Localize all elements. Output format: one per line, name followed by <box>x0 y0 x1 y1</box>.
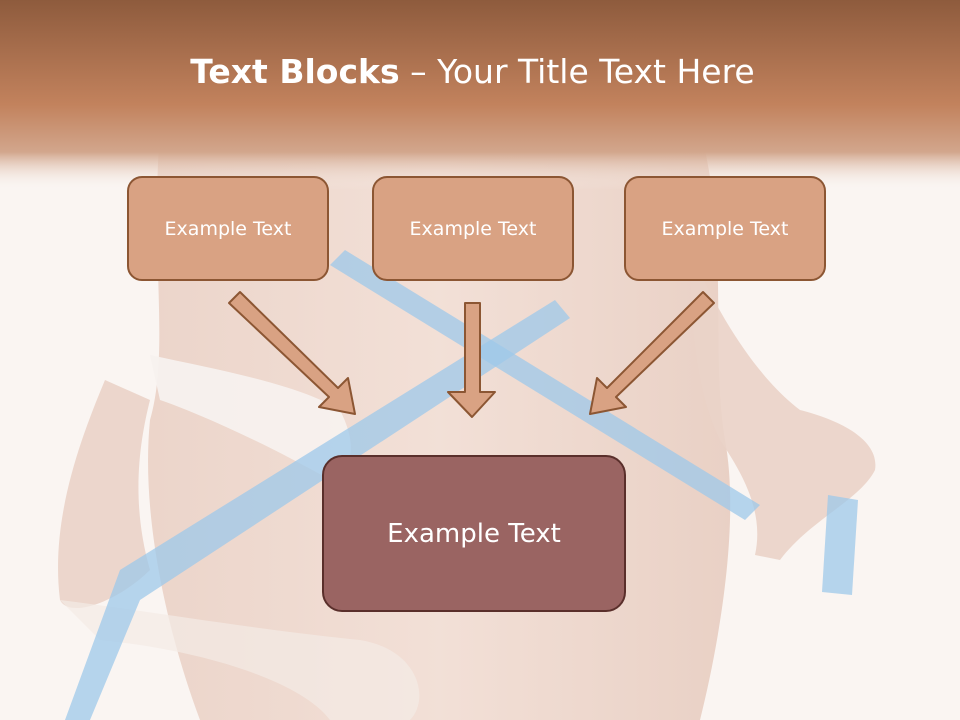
title-bold-part: Text Blocks <box>190 52 400 91</box>
title-rest-part: – Your Title Text Here <box>399 52 755 91</box>
text-box-1[interactable]: Example Text <box>127 176 329 281</box>
left-arm-shape <box>58 380 150 609</box>
header-band <box>0 0 960 190</box>
text-box-3-label: Example Text <box>661 217 789 240</box>
right-arm-shape <box>690 250 876 560</box>
main-text-box-label: Example Text <box>387 518 561 549</box>
lower-fabric-shape <box>60 600 420 720</box>
slide-title: Text Blocks – Your Title Text Here <box>0 52 945 91</box>
text-box-2[interactable]: Example Text <box>372 176 574 281</box>
tape-end <box>822 495 858 595</box>
text-box-1-label: Example Text <box>164 217 292 240</box>
tape-upper <box>330 250 760 520</box>
underwear-shape <box>150 355 351 480</box>
main-text-box[interactable]: Example Text <box>322 455 626 612</box>
text-box-3[interactable]: Example Text <box>624 176 826 281</box>
text-box-2-label: Example Text <box>409 217 537 240</box>
tape-lower <box>65 300 570 720</box>
